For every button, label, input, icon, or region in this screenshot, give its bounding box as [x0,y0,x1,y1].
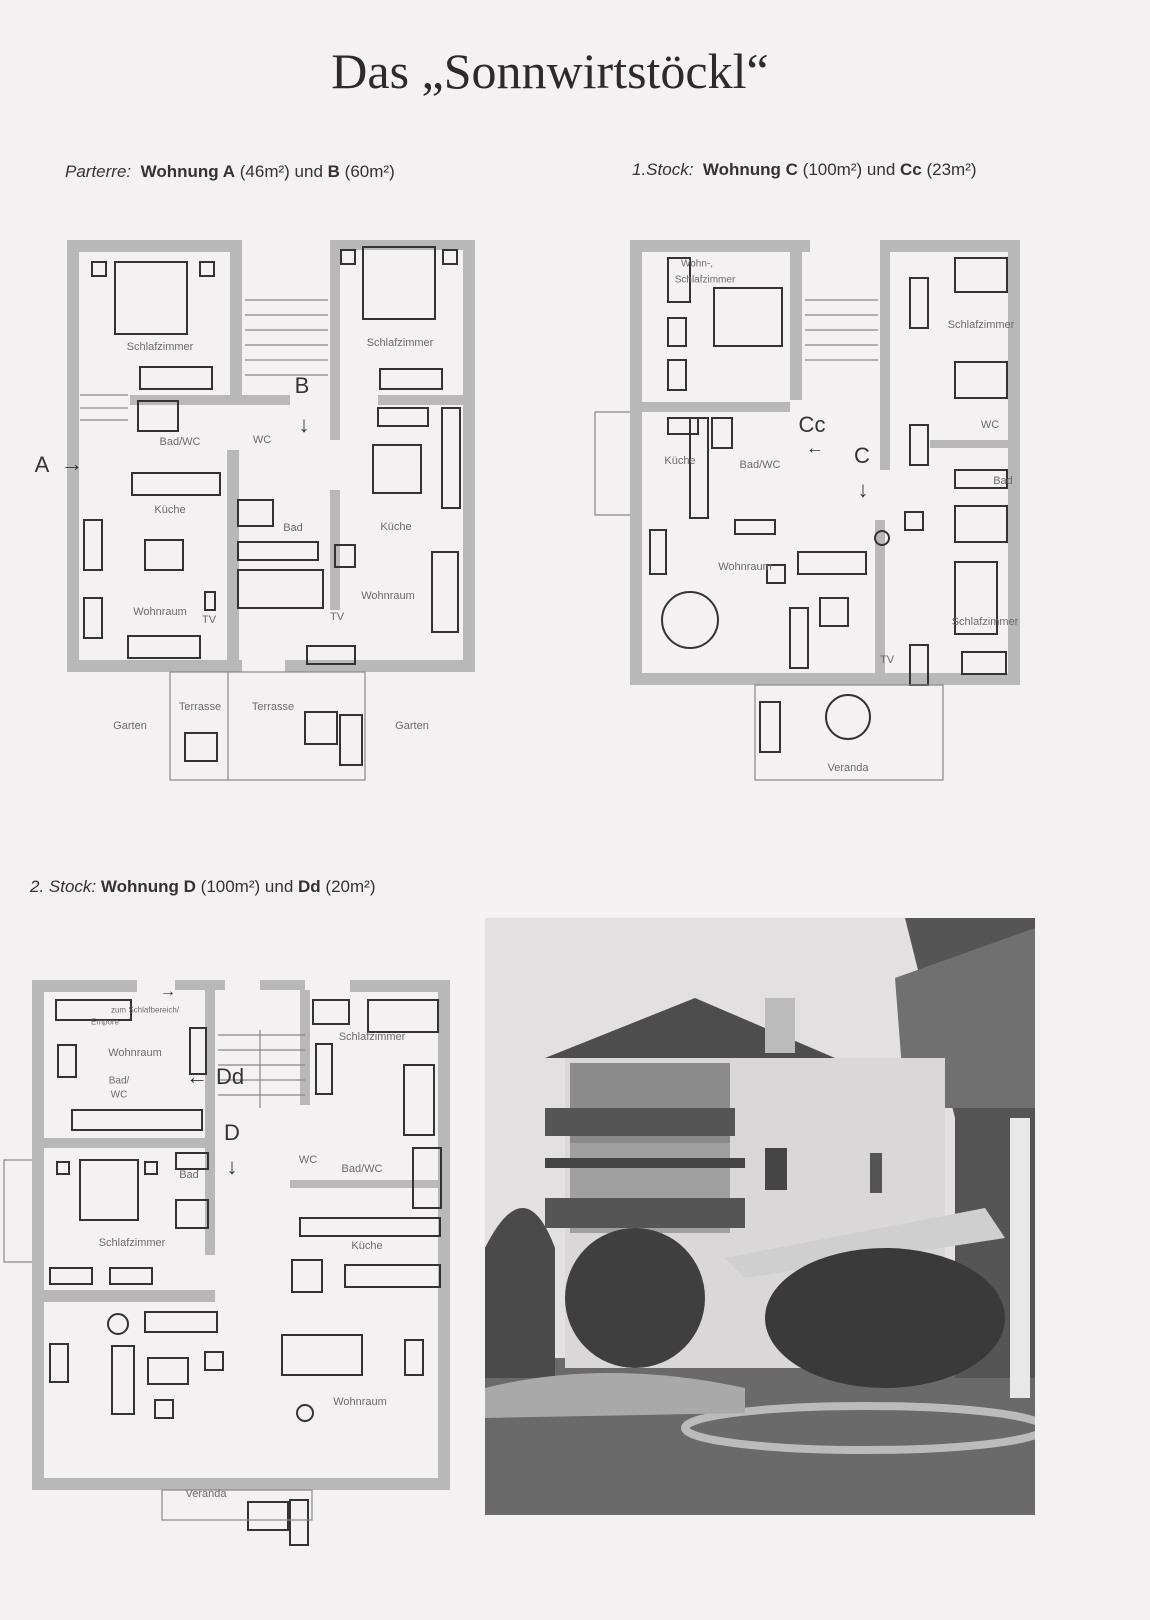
apartment-size: (100m²) [802,160,863,179]
apartment-size: (60m²) [344,162,395,181]
apartment-name: Wohnung D [100,877,196,896]
room-label: Wohnraum [333,1396,387,1408]
arrow-left-icon: ← [186,1064,208,1089]
room-label: Bad [283,522,303,534]
tv-label: TV [201,614,217,626]
room-label: WC [252,434,272,446]
entrance-marker: C [854,443,870,468]
apartment-name: Cc [900,160,922,179]
room-label: Wohnraum [133,606,187,618]
room-label: Schlafzimmer [947,319,1015,331]
room-label: Garten [395,720,429,732]
room-label: Schlafzimmer [366,337,434,349]
room-label: Schlafzimmer [338,1031,406,1043]
room-label: Garten [113,720,147,732]
apartment-size: (23m²) [926,160,977,179]
walls [32,980,450,1490]
floor-name: 1.Stock: [632,160,694,179]
entrance-marker: B [294,373,310,398]
entrance-marker: D [224,1120,240,1145]
room-label: Bad [179,1169,199,1181]
room-label: Schlafzimmer [98,1237,166,1249]
caption-stock1: 1.Stock: Wohnung C (100m²) und Cc (23m²) [632,160,977,180]
stairs-icon [80,299,328,421]
room-label: WC [298,1154,318,1166]
arrow-down-icon: ↓ [857,477,869,502]
caption-stock2: 2. Stock: Wohnung D (100m²) und Dd (20m²… [30,877,375,897]
room-label: Küche [351,1240,383,1252]
furniture [49,999,442,1546]
room-label: Bad/WC [341,1163,383,1175]
entrance-marker: Dd [215,1064,245,1089]
tv-label: TV [329,611,345,623]
room-label: Schlafzimmer [126,341,194,353]
apartment-size: (20m²) [325,877,376,896]
room-label: Terrasse [178,701,222,713]
apartment-name: B [327,162,340,181]
stairs-icon [594,299,878,516]
room-label: Schlafzimmer [674,274,736,286]
room-label: Küche [664,455,696,467]
entrance-marker: Cc [798,412,826,437]
room-label: WC [980,419,1000,431]
room-label: WC [110,1089,128,1101]
room-label: Wohnraum [718,561,772,573]
room-label: Wohnraum [361,590,415,602]
room-label: Wohn-, [680,258,714,270]
room-label: Terrasse [251,701,295,713]
room-label: zum Schlafbereich/ [110,1005,180,1015]
room-label: Empore [90,1017,120,1027]
caption-parterre: Parterre: Wohnung A (46m²) und B (60m²) [65,162,395,182]
tv-label: TV [879,654,895,666]
room-label: Bad/ [108,1075,130,1087]
page-title: Das „Sonnwirtstöckl“ [331,43,769,99]
apartment-name: Wohnung A [140,162,236,181]
room-label: Bad/WC [159,436,201,448]
apartment-size: (100m²) [200,877,261,896]
arrow-right-icon: → [61,451,83,476]
room-label: Veranda [827,762,869,774]
floor-name: Parterre: [65,162,132,181]
walls [630,240,1020,685]
conjunction: und [264,877,294,896]
walls [67,240,475,672]
apartment-size: (46m²) [239,162,290,181]
stairs-icon [3,1030,305,1263]
room-label: Küche [154,504,186,516]
furniture [83,246,461,781]
arrow-right-icon: → [160,983,176,1000]
conjunction: und [866,160,896,179]
room-label: Schlafzimmer [951,616,1019,628]
floor-name: 2. Stock: [30,877,97,896]
arrow-left-icon: ← [806,437,824,458]
furniture [649,257,1008,781]
entrance-marker: A [34,452,50,477]
room-label: Bad [993,475,1013,487]
apartment-name: Wohnung C [702,160,798,179]
apartment-name: Dd [298,877,321,896]
room-label: Veranda [185,1488,227,1500]
house-photo [485,918,1035,1515]
arrow-down-icon: ↓ [226,1154,238,1179]
room-label: Küche [380,521,412,533]
conjunction: und [294,162,323,181]
room-label: Bad/WC [739,459,781,471]
arrow-down-icon: ↓ [298,412,310,437]
room-label: Wohnraum [108,1047,162,1059]
